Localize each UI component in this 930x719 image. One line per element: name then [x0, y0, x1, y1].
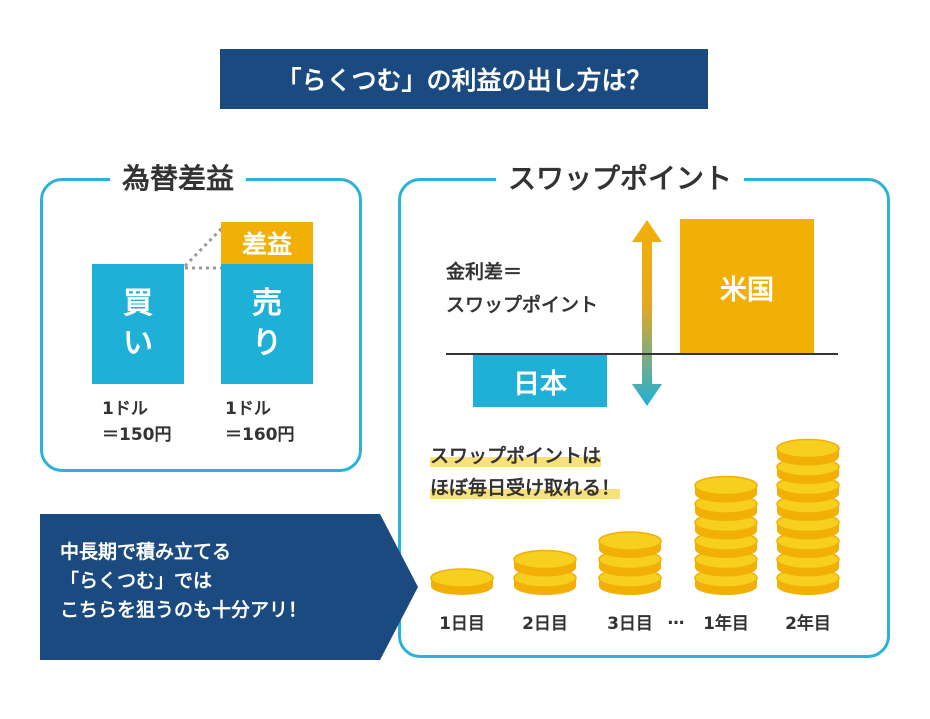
callout-line-1: 中長期で積み立てる [60, 541, 232, 563]
buy-label-2: い [123, 326, 153, 361]
sell-label-1: 売 [252, 286, 282, 321]
day-label-3: 3日目 [607, 614, 653, 634]
coin-stack-3 [598, 531, 662, 595]
baseline [446, 353, 838, 355]
daily-note-line-2: ほぼ毎日受け取れる！ [430, 477, 621, 499]
callout-arrow-shape [40, 514, 418, 660]
us-label: 米国 [720, 274, 774, 306]
day-ellipsis: … [667, 609, 685, 629]
daily-note-line-1: スワップポイントは [430, 445, 602, 467]
sell-price-line-2: ＝160円 [225, 425, 295, 445]
sell-label-2: り [252, 326, 282, 361]
swap-formula: 金利差＝ スワップポイント [446, 256, 598, 322]
day-label-4: 1年目 [703, 614, 749, 634]
coin-top [598, 531, 662, 551]
coin-top [430, 568, 494, 588]
buy-price: 1ドル ＝150円 [102, 396, 172, 448]
coin-stack-4 [694, 475, 758, 595]
coin-top [776, 438, 840, 459]
callout-line-2: 「らくつむ」では [60, 570, 213, 592]
day-label-1: 1日目 [439, 614, 485, 634]
page-title: 「らくつむ」の利益の出し方は？ [220, 49, 708, 109]
interest-gap-arrow [632, 220, 662, 406]
sell-price: 1ドル ＝160円 [225, 396, 295, 448]
day-label-5: 2年目 [785, 614, 831, 634]
coin-top [694, 475, 758, 496]
gain-box: 差益 [221, 222, 313, 264]
coin-stack-1 [430, 568, 494, 595]
coin-stack-2 [513, 549, 577, 595]
sell-box: 売 り [221, 264, 313, 384]
day-label-2: 2日目 [522, 614, 568, 634]
swap-heading: スワップポイント [496, 161, 745, 197]
buy-price-line-2: ＝150円 [102, 425, 172, 445]
coin-top [513, 549, 577, 570]
callout-text: 中長期で積み立てる 「らくつむ」では こちらを狙うのも十分アリ！ [60, 538, 307, 625]
fx-gain-heading: 為替差益 [110, 161, 247, 197]
daily-note: スワップポイントは ほぼ毎日受け取れる！ [430, 440, 621, 504]
gain-connector [183, 226, 224, 270]
buy-label-1: 買 [123, 286, 153, 321]
callout-line-3: こちらを狙うのも十分アリ！ [60, 599, 308, 621]
swap-formula-line-1: 金利差＝ [446, 261, 523, 283]
jp-box: 日本 [473, 355, 607, 407]
gain-label: 差益 [241, 230, 292, 259]
coin-stack-5 [776, 438, 840, 595]
us-box: 米国 [680, 219, 814, 355]
buy-box: 買 い [92, 264, 184, 384]
coin-stacks [430, 438, 840, 595]
swap-formula-line-2: スワップポイント [446, 294, 599, 316]
sell-price-line-1: 1ドル [225, 399, 271, 419]
buy-price-line-1: 1ドル [102, 399, 148, 419]
jp-label: 日本 [513, 368, 567, 400]
